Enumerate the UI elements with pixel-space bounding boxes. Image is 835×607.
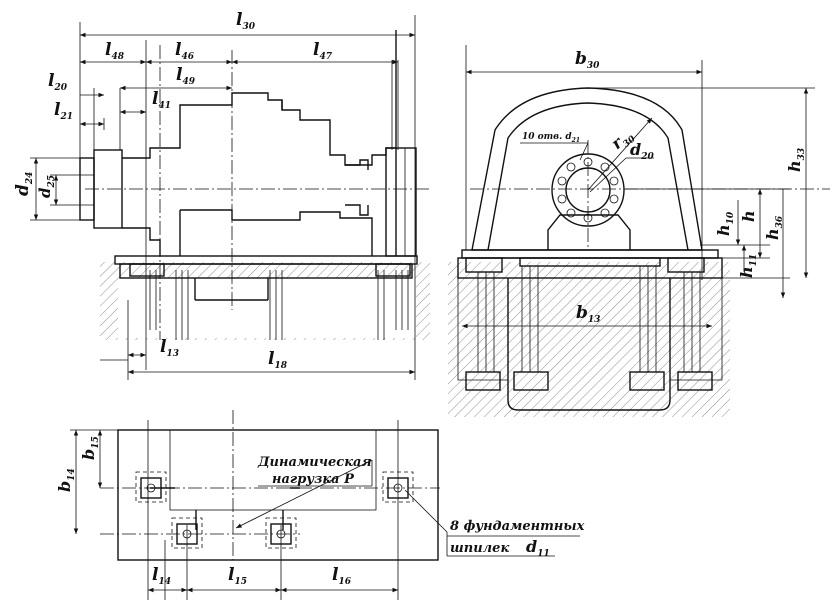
note-bolts-1: 8 фундаментных	[450, 519, 585, 534]
label-h10: h10	[714, 211, 736, 236]
label-b30: b30	[575, 49, 600, 71]
front-view: l30 l48 l46 l47 l49 l20 l41 l21 l13 l18 …	[13, 10, 432, 380]
label-l30: l30	[236, 10, 256, 32]
front-housing	[122, 30, 397, 256]
label-d25: d25	[36, 175, 57, 198]
label-h36: h36	[763, 215, 785, 240]
side-bolts	[465, 266, 713, 391]
label-l21: l21	[54, 100, 73, 122]
note-dynamic-load-2: нагрузка P	[272, 472, 355, 487]
label-h11: h11	[737, 254, 759, 278]
side-view: b30 b13 r30 d20 10 отв. d21 h33 h36 h h1…	[448, 45, 830, 417]
label-b14: b14	[55, 468, 77, 492]
label-d11: d11	[526, 537, 550, 559]
label-h33: h33	[785, 148, 807, 172]
label-l13: l13	[160, 337, 179, 359]
side-base-plate	[461, 249, 719, 259]
label-l47: l47	[313, 40, 333, 62]
note-dynamic-load-1: Динамическая	[257, 455, 372, 470]
label-l14: l14	[152, 565, 171, 587]
label-l41: l41	[152, 89, 171, 111]
label-l18: l18	[268, 349, 288, 371]
label-l48: l48	[105, 40, 125, 62]
label-l16: l16	[332, 565, 352, 587]
note-holes: 10 отв. d21	[522, 132, 580, 144]
label-h: h	[739, 210, 758, 222]
label-l46: l46	[175, 40, 195, 62]
label-l20: l20	[48, 71, 68, 93]
label-d24: d24	[13, 172, 35, 196]
label-l49: l49	[176, 65, 196, 87]
label-d20: d20	[630, 140, 654, 162]
side-soil-hatch	[448, 262, 730, 417]
note-bolts-2: шпилек	[450, 541, 509, 556]
label-b15: b15	[79, 436, 101, 460]
front-bolts	[149, 270, 409, 340]
label-b13: b13	[576, 303, 600, 325]
plan-view: Динамическая нагрузка P 8 фундаментных ш…	[55, 410, 585, 600]
front-base-frame	[119, 263, 413, 279]
label-l15: l15	[228, 565, 247, 587]
front-foundation-pit	[118, 278, 416, 338]
